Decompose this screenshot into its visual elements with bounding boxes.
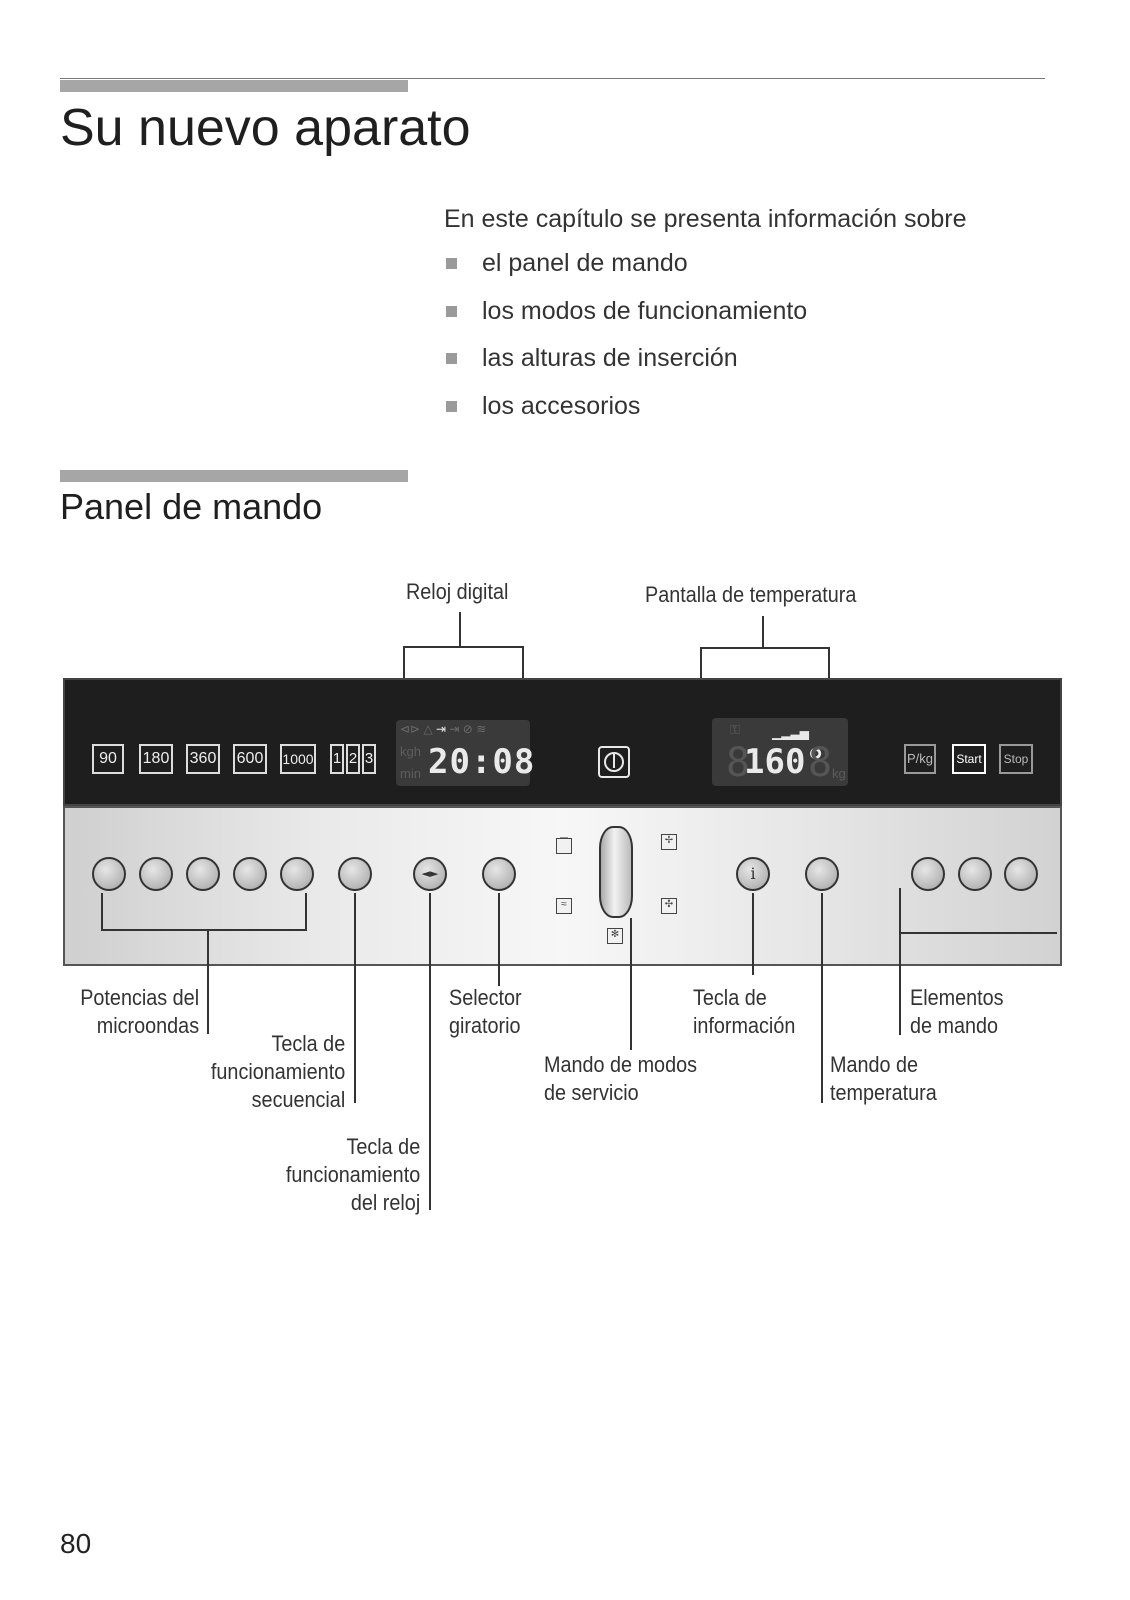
clock-symbols-icon: ⊲⊳ △ ⇥ ⇥ ⊘ ≋ (400, 722, 487, 736)
service-mode-selector[interactable] (599, 826, 633, 918)
leader-line (305, 893, 307, 931)
leader-line (498, 893, 500, 986)
bracket (522, 646, 524, 678)
heat-level-icon: ▁▂▃▅ (772, 726, 809, 740)
key-icon: ⚿ (730, 722, 740, 737)
bracket (899, 932, 1057, 934)
control-panel-display-strip (63, 678, 1062, 806)
page-title: Su nuevo aparato (60, 99, 471, 157)
info-key[interactable]: i (736, 857, 770, 891)
clock-time: 20:08 (428, 742, 536, 782)
leader-line (354, 893, 356, 1103)
page-number: 80 (60, 1528, 92, 1559)
leader-line (762, 616, 764, 647)
control-key-3[interactable] (1004, 857, 1038, 891)
label-temp-display: Pantalla de temperatura (645, 582, 857, 607)
clock-key[interactable]: ◄► (413, 857, 447, 891)
sequence-1-button[interactable]: 1 (330, 744, 344, 774)
list-item: las alturas de inserción (444, 343, 807, 391)
sequential-key[interactable] (338, 857, 372, 891)
bracket (403, 646, 524, 648)
header-rule (60, 78, 1045, 79)
temperature-value: 160° (744, 742, 826, 782)
rotary-selector-key[interactable] (482, 857, 516, 891)
power-90-key[interactable] (92, 857, 126, 891)
power-180-button[interactable]: 180 (139, 744, 173, 774)
power-360-key[interactable] (186, 857, 220, 891)
fan-icon: ✢ (661, 834, 677, 850)
leader-line (207, 929, 209, 1034)
power-600-button[interactable]: 600 (233, 744, 267, 774)
bullet-square-icon (446, 258, 457, 269)
leader-line (459, 612, 461, 646)
temp-unit-kg: kg (832, 766, 846, 781)
bullet-square-icon (446, 353, 457, 364)
power-1000-button[interactable]: 1000 (280, 744, 316, 774)
start-button[interactable]: Start (952, 744, 986, 774)
bullet-square-icon (446, 305, 457, 317)
leader-line (821, 893, 823, 1103)
label-clock: Reloj digital (406, 579, 509, 604)
control-key-2[interactable] (958, 857, 992, 891)
bullet-square-icon (446, 400, 457, 412)
clock-unit-kgh: kgh (400, 744, 421, 759)
hot-air-grill-icon: ✣ (661, 898, 677, 914)
power-360-button[interactable]: 360 (186, 744, 220, 774)
leader-line (429, 893, 431, 1210)
header-accent-bar (60, 80, 408, 92)
control-key-1[interactable] (911, 857, 945, 891)
temperature-display: ⚿ ▁▂▃▅ 8 160° 8 kg (712, 718, 848, 786)
intro-text: En este capítulo se presenta información… (444, 205, 967, 233)
power-90-button[interactable]: 90 (92, 744, 124, 774)
bracket (700, 647, 702, 678)
list-item: los accesorios (444, 391, 807, 439)
temperature-knob[interactable] (805, 857, 839, 891)
leader-line (630, 918, 632, 1050)
clock-unit-min: min (400, 766, 421, 781)
control-panel-knob-strip (63, 806, 1062, 966)
power-180-key[interactable] (139, 857, 173, 891)
topic-list: el panel de mando los modos de funcionam… (444, 248, 807, 438)
clock-display: ⊲⊳ △ ⇥ ⇥ ⊘ ≋ kgh min 20:08 (396, 720, 534, 786)
leader-line (752, 893, 754, 975)
power-1000-key[interactable] (280, 857, 314, 891)
top-heat-icon: ▔ (556, 838, 572, 854)
stop-button[interactable]: Stop (999, 744, 1033, 774)
power-symbol-button[interactable] (598, 746, 630, 778)
leader-line (101, 893, 103, 931)
bracket (403, 646, 405, 678)
list-item: el panel de mando (444, 248, 807, 296)
program-kg-button[interactable]: P/kg (904, 744, 936, 774)
bracket (101, 929, 307, 931)
sequence-3-button[interactable]: 3 (362, 744, 376, 774)
leader-line (899, 888, 901, 1035)
grill-fan-icon: ✻ (607, 928, 623, 944)
section-accent-bar (60, 470, 408, 482)
grill-icon: ≈ (556, 898, 572, 914)
bracket (700, 647, 830, 649)
power-600-key[interactable] (233, 857, 267, 891)
bracket (828, 647, 830, 678)
sequence-2-button[interactable]: 2 (346, 744, 360, 774)
list-item: los modos de funcionamiento (444, 296, 807, 344)
section-title: Panel de mando (60, 486, 323, 527)
